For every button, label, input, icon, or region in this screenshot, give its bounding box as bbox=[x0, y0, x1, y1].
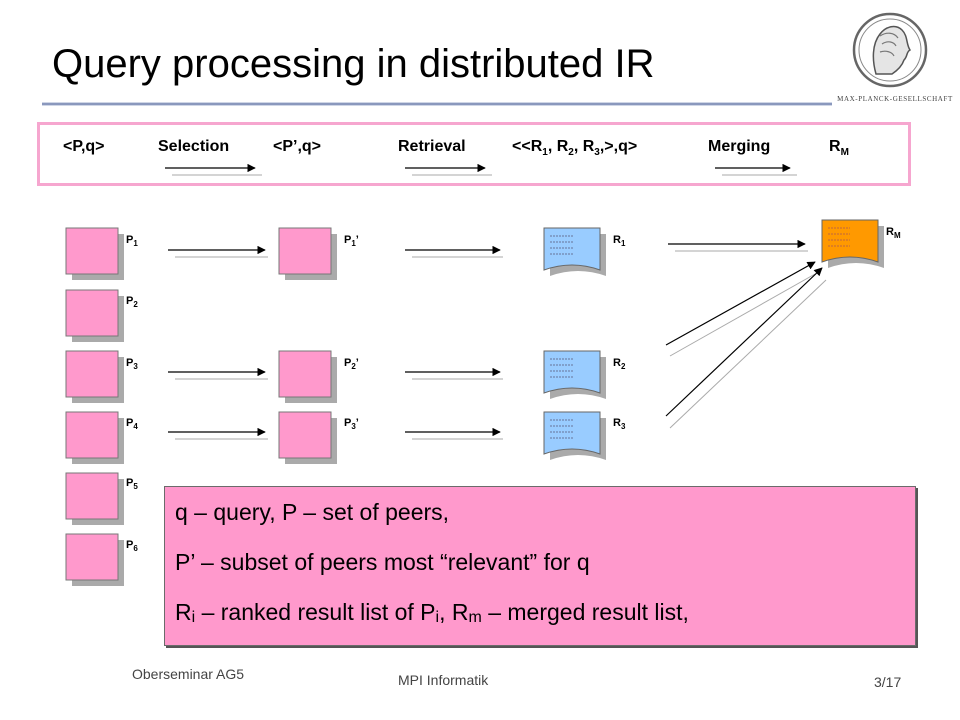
logo-wordmark: MAX-PLANCK-GESELLSCHAFT bbox=[837, 95, 953, 103]
merge-arrow-3 bbox=[665, 267, 827, 429]
flow-merging-label: Merging bbox=[708, 138, 771, 155]
peer-label-5: P5 bbox=[126, 477, 138, 492]
retrieve-arrow-1 bbox=[405, 245, 503, 258]
result-doc-3 bbox=[543, 411, 606, 460]
merged-result-doc bbox=[821, 219, 884, 268]
max-planck-logo: MAX-PLANCK-GESELLSCHAFT bbox=[836, 10, 954, 108]
select-arrow-3 bbox=[168, 427, 268, 440]
legend-line-1: q – query, P – set of peers, bbox=[175, 499, 450, 525]
flow-start-label: <P,q> bbox=[63, 138, 105, 155]
result-label-2: R2 bbox=[613, 357, 626, 372]
peer-box-1 bbox=[65, 227, 124, 280]
slide-title: Query processing in distributed IR bbox=[52, 42, 655, 86]
flow-end-label: RM bbox=[829, 138, 849, 159]
flow-mid1-label: <P’,q> bbox=[273, 138, 322, 155]
retrieve-arrow-3 bbox=[405, 427, 503, 440]
peer-box-3 bbox=[65, 350, 124, 403]
merge-arrow-1 bbox=[668, 239, 808, 252]
footer-institute: MPI Informatik bbox=[398, 672, 489, 688]
peer-label-6: P6 bbox=[126, 539, 138, 554]
peer-label-2: P2 bbox=[126, 295, 138, 310]
selected-peer-label-1: P1’ bbox=[344, 234, 359, 249]
flow-mid2-label: <<R1, R2, R3,>,q> bbox=[512, 138, 638, 159]
peer-label-4: P4 bbox=[126, 417, 138, 432]
selected-peer-box-1 bbox=[278, 227, 337, 280]
flow-arrow-merging bbox=[715, 163, 797, 176]
peer-box-4 bbox=[65, 411, 124, 464]
retrieve-arrow-2 bbox=[405, 367, 503, 380]
peer-box-6 bbox=[65, 533, 124, 586]
selected-peer-label-3: P3’ bbox=[344, 417, 359, 432]
legend-line-3: Ri – ranked result list of Pi, Rm – merg… bbox=[175, 599, 689, 626]
selected-peer-box-2 bbox=[278, 350, 337, 403]
legend-box: q – query, P – set of peers, P’ – subset… bbox=[164, 486, 916, 646]
merge-arrow-2 bbox=[665, 261, 816, 357]
legend-line-2: P’ – subset of peers most “relevant” for… bbox=[175, 549, 590, 575]
process-flow-box bbox=[37, 122, 911, 186]
merged-result-label: RM bbox=[886, 226, 901, 241]
flow-retrieval-label: Retrieval bbox=[398, 138, 466, 155]
result-doc-2 bbox=[543, 350, 606, 399]
result-label-3: R3 bbox=[613, 417, 626, 432]
flow-arrow-retrieval bbox=[405, 163, 492, 176]
peer-label-1: P1 bbox=[126, 234, 138, 249]
footer-seminar: Oberseminar AG5 bbox=[132, 666, 245, 682]
result-doc-1 bbox=[543, 227, 606, 276]
title-rule bbox=[42, 102, 832, 106]
select-arrow-2 bbox=[168, 367, 268, 380]
peer-box-5 bbox=[65, 472, 124, 525]
slide-page-number: 3/17 bbox=[874, 674, 902, 690]
selected-peer-label-2: P2’ bbox=[344, 357, 359, 372]
peer-label-3: P3 bbox=[126, 357, 138, 372]
flow-arrow-selection bbox=[165, 163, 262, 176]
peer-box-2 bbox=[65, 289, 124, 342]
selected-peer-box-3 bbox=[278, 411, 337, 464]
select-arrow-1 bbox=[168, 245, 268, 258]
result-label-1: R1 bbox=[613, 234, 626, 249]
flow-selection-label: Selection bbox=[158, 138, 230, 155]
